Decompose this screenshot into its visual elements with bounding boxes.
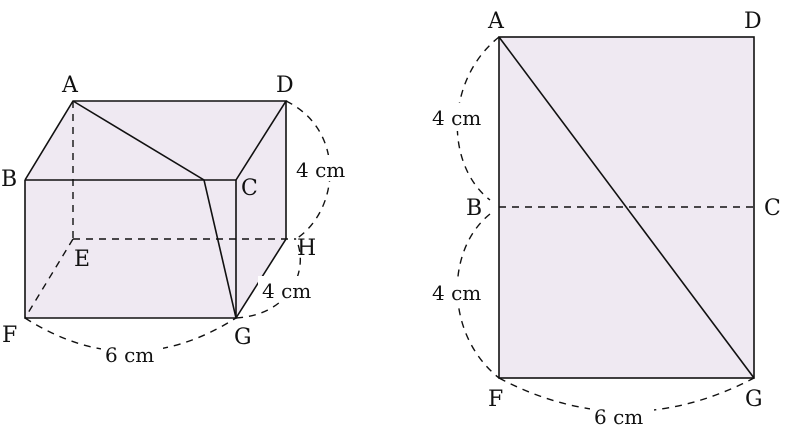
- net-vertex-label-G: G: [745, 387, 763, 412]
- net-dimension-label-bottom: 6 cm: [594, 405, 643, 429]
- dimension-label-width: 6 cm: [105, 343, 154, 367]
- vertex-label-A: A: [61, 73, 79, 98]
- diagonal-AG: [498, 36, 755, 379]
- hidden-edge-EF: [24, 238, 74, 319]
- vertex-label-H: H: [297, 236, 316, 261]
- right-face-edges: [235, 101, 287, 319]
- net-dimension-label-upper: 4 cm: [432, 106, 481, 130]
- label-bg-bottom: [590, 402, 654, 430]
- net-vertex-label-D: D: [744, 9, 762, 34]
- label-bg-lower: [427, 278, 491, 306]
- dimension-arc-width: [24, 317, 237, 353]
- shortest-path-line: [72, 100, 237, 319]
- net-vertex-label-A: A: [487, 9, 505, 34]
- net-figure: A D B C F G 4 cm 4 cm 6 cm: [427, 9, 781, 430]
- dimension-arc-height: [285, 100, 331, 240]
- net-vertex-label-B: B: [466, 196, 482, 221]
- top-face-edges: [24, 100, 288, 181]
- prism-figure: A D B C E H F G 6 cm 4 cm 4 cm: [1, 73, 354, 367]
- vertex-label-C: C: [241, 176, 258, 201]
- label-bg-upper: [427, 103, 491, 131]
- prism-right-face: [236, 101, 286, 318]
- dimension-label-height: 4 cm: [296, 158, 345, 182]
- vertex-label-G: G: [234, 325, 252, 350]
- vertex-label-B: B: [1, 167, 17, 192]
- net-vertex-label-F: F: [488, 387, 503, 412]
- dimension-arc-lower: [456, 213, 500, 379]
- vertex-label-D: D: [276, 73, 294, 98]
- label-bg-width: [101, 340, 163, 366]
- label-bg-height: [292, 155, 354, 181]
- label-bg-depth: [258, 276, 320, 302]
- net-dimension-label-lower: 4 cm: [432, 281, 481, 305]
- net-vertex-label-C: C: [764, 196, 781, 221]
- dimension-label-depth: 4 cm: [262, 279, 311, 303]
- vertex-label-F: F: [2, 323, 17, 348]
- vertex-label-E: E: [74, 247, 90, 272]
- prism-front-face: [25, 180, 236, 318]
- prism-top-face: [25, 101, 286, 180]
